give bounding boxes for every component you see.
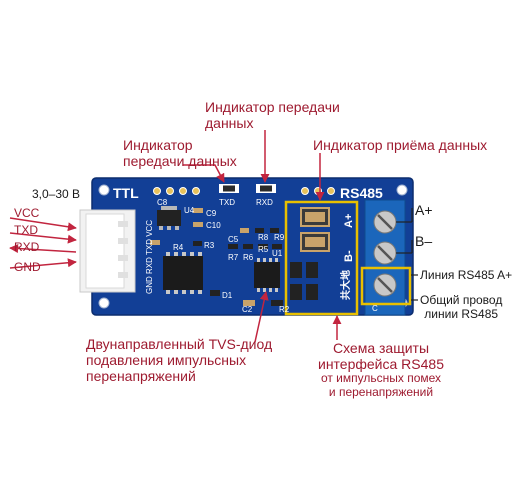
protection-line4: и перенапряжений <box>328 384 434 399</box>
rx-indicator-label: Индикатор приёма данных <box>313 137 488 153</box>
silk-c5: C5 <box>228 235 239 244</box>
silk-c2: C2 <box>242 305 253 314</box>
protection-line1: Схема защиты <box>332 340 430 356</box>
mount-hole <box>98 297 110 309</box>
tvs-diode-line3: перенапряжений <box>86 368 196 385</box>
mount-hole <box>396 184 408 196</box>
smd-components <box>150 208 283 306</box>
silk-c9: C9 <box>206 209 217 218</box>
silk-b-minus: B- <box>343 250 355 262</box>
rs485-converter-board: TTL RS485 TXD RXD C8 U4 C9 C10 R4 R3 C5 … <box>9 130 418 343</box>
protection-components <box>290 207 330 300</box>
ttl-connector <box>79 209 136 293</box>
tvs-diode-line2: подавления импульсных <box>86 352 247 369</box>
silk-u1: U1 <box>272 249 283 258</box>
silk-c8: C8 <box>157 198 168 207</box>
ground-line1: Общий провод <box>420 293 503 307</box>
protection-highlight-box <box>284 200 359 316</box>
rs485-terminal-block <box>364 199 406 316</box>
line-a-label: Линия RS485 A+ <box>420 268 512 282</box>
silk-r5: R5 <box>258 245 269 254</box>
silk-ttl: TTL <box>113 185 139 201</box>
gnd-terminal-highlight-box <box>360 266 412 306</box>
voltage-label: 3,0–30 В <box>32 187 81 201</box>
tx-led <box>219 184 239 193</box>
silk-r7: R7 <box>228 253 239 262</box>
silk-u4: U4 <box>184 206 195 215</box>
silk-r9: R9 <box>274 233 285 242</box>
silk-chinese: 共大地 <box>339 270 352 300</box>
silk-r8: R8 <box>258 233 269 242</box>
tx-indicator-top-line2: данных <box>205 115 254 132</box>
rx-led <box>256 184 276 193</box>
protection-line2: интерфейса RS485 <box>318 356 444 373</box>
protection-line3: от импульсных помех <box>320 371 442 386</box>
silk-r4: R4 <box>173 243 184 252</box>
silk-a-plus: A+ <box>343 214 355 228</box>
terminal-b-minus-label: B– <box>415 233 433 249</box>
tx-indicator-left-line2: передачи данных <box>123 153 237 170</box>
terminal-a-plus-label: A+ <box>415 202 433 218</box>
ic-u1 <box>254 258 280 292</box>
tvs-diode-label: Двунаправленный TVS-диод подавления импу… <box>86 336 272 384</box>
u4-regulator <box>157 206 181 230</box>
wire-leaders <box>396 208 418 301</box>
protection-circuit-label: Схема защиты интерфейса RS485 от импульс… <box>318 340 444 400</box>
silk-r3: R3 <box>204 241 215 250</box>
annotation-leaders <box>9 130 342 343</box>
pin-label-vcc: VCC <box>14 206 40 220</box>
silk-rxd: RXD <box>256 198 273 207</box>
silk-c10: C10 <box>206 221 221 230</box>
silk-r2: R2 <box>279 305 290 314</box>
tx-indicator-left-line1: Индикатор <box>123 137 193 153</box>
tx-indicator-left-label: Индикатор передачи данных <box>123 137 237 169</box>
pin-label-txd: TXD <box>14 223 38 237</box>
pin-label-gnd: GND <box>14 260 41 274</box>
silk-rs485: RS485 <box>340 185 383 201</box>
ground-line2: линии RS485 <box>424 306 499 321</box>
silk-txd: TXD <box>219 198 235 207</box>
silk-header-pins: GND RXD TXD VCC <box>145 220 154 294</box>
pin-label-rxd: RXD <box>14 240 40 254</box>
silk-c-mark: C <box>372 304 378 313</box>
ground-label: Общий провод линии RS485 <box>420 293 503 322</box>
tx-indicator-top-label: Индикатор передачи данных <box>205 99 340 131</box>
tvs-diode-line1: Двунаправленный TVS-диод <box>86 336 273 352</box>
mount-hole <box>98 184 110 196</box>
silk-d1: D1 <box>222 291 233 300</box>
ic-left <box>163 252 203 294</box>
silk-r6: R6 <box>243 253 254 262</box>
tx-indicator-top-line1: Индикатор передачи <box>205 99 340 115</box>
